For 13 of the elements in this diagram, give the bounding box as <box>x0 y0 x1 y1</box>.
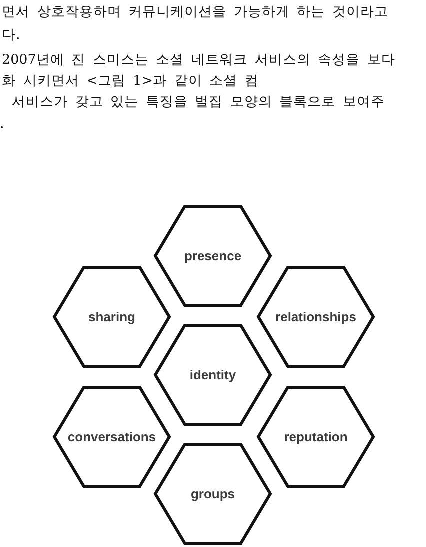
block-label: relationships <box>274 310 358 324</box>
block-label: presence <box>183 248 243 264</box>
body-text-line: 면서 상호작용하며 커뮤니케이션을 가능하게 하는 것이라고 <box>2 4 388 20</box>
body-text-line: 서비스가 갖고 있는 특징을 벌집 모양의 블록으로 보여주 <box>12 94 386 110</box>
block-label: conversations <box>66 430 158 444</box>
body-text-line: 다. <box>2 27 20 43</box>
block-label: sharing <box>88 310 136 324</box>
body-text-line: 화 시키면서 <그림 1>과 같이 소셜 컴 <box>2 73 259 89</box>
body-text-line: 2007년에 진 스미스는 소셜 네트워크 서비스의 속성을 보다 <box>2 52 396 68</box>
body-text-line: . <box>0 116 4 132</box>
block-label: reputation <box>283 430 349 444</box>
block-label: groups <box>190 486 236 502</box>
block-label: identity <box>188 368 238 382</box>
